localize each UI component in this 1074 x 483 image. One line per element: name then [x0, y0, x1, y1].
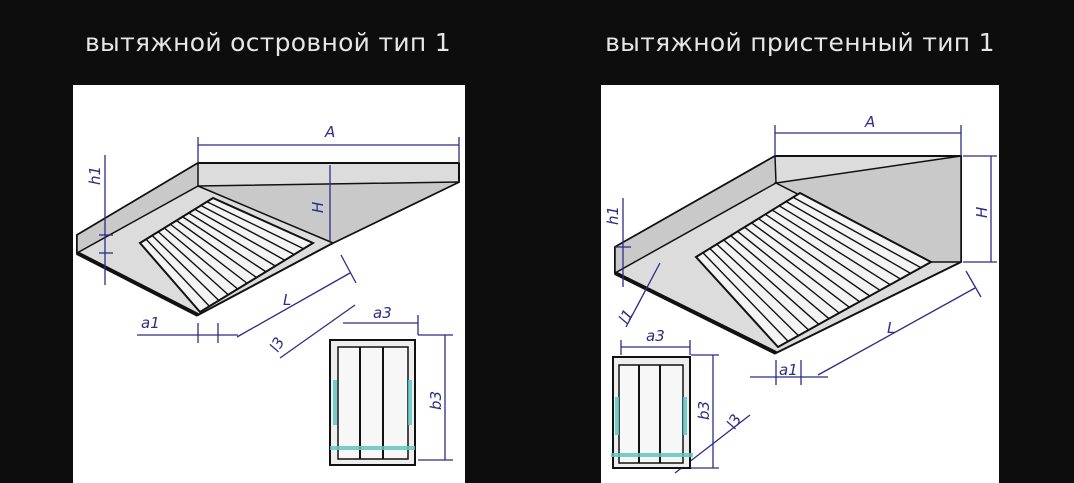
- filter-slat: [151, 234, 220, 302]
- filter-grid: [694, 191, 934, 349]
- dim-a3: a3: [373, 304, 392, 322]
- filter-slat: [792, 196, 922, 269]
- filter-slat: [163, 227, 239, 290]
- filter-slat: [751, 222, 861, 303]
- filter-slat: [182, 216, 267, 273]
- filter-cassette: [329, 339, 416, 466]
- filter-slat: [730, 235, 830, 320]
- dim-b3: b3: [695, 401, 713, 420]
- dim-A: A: [324, 123, 335, 141]
- filter-slat: [188, 212, 276, 267]
- filter-slat: [764, 213, 881, 291]
- filter-slat: [206, 201, 304, 250]
- wall-hood-drawing: A H h1 l1 L a1 a3 b3 l3: [601, 85, 999, 483]
- dim-a3: a3: [646, 327, 665, 345]
- filter-slat: [176, 219, 257, 279]
- dim-h1: h1: [604, 206, 622, 225]
- filter-slat: [709, 247, 799, 337]
- dim-b3: b3: [427, 391, 445, 410]
- filter-slat: [169, 223, 248, 284]
- dim-l1: l1: [615, 306, 637, 327]
- dim-l3: l3: [266, 334, 288, 355]
- dim-l3: l3: [723, 411, 745, 432]
- filter-slat: [771, 209, 891, 286]
- filter-slat: [744, 226, 850, 308]
- dim-a1: a1: [779, 361, 798, 379]
- filter-slat: [737, 230, 840, 314]
- dim-L: L: [283, 291, 291, 309]
- filter-slat: [778, 205, 901, 280]
- filter-cassette: [611, 356, 693, 469]
- filter-slat: [702, 252, 789, 342]
- island-hood-drawing: A H h1 L a1 l3 a3 b3: [73, 85, 465, 483]
- filter-slat: [723, 239, 820, 325]
- filter-slat: [785, 200, 911, 274]
- filter-slat: [157, 231, 229, 296]
- dim-L: L: [887, 319, 895, 337]
- filter-slat: [716, 243, 810, 331]
- filter-slat: [200, 204, 295, 256]
- dim-H: H: [973, 207, 991, 218]
- dim-A: A: [864, 113, 875, 131]
- dim-H: H: [309, 202, 327, 213]
- left-title: вытяжной островной тип 1: [85, 28, 451, 57]
- dim-h1: h1: [86, 166, 104, 185]
- filter-slat: [194, 208, 286, 261]
- filter-slat: [145, 238, 210, 307]
- dim-a1: a1: [141, 314, 160, 332]
- filter-slat: [758, 218, 871, 297]
- right-title: вытяжной пристенный тип 1: [605, 28, 995, 57]
